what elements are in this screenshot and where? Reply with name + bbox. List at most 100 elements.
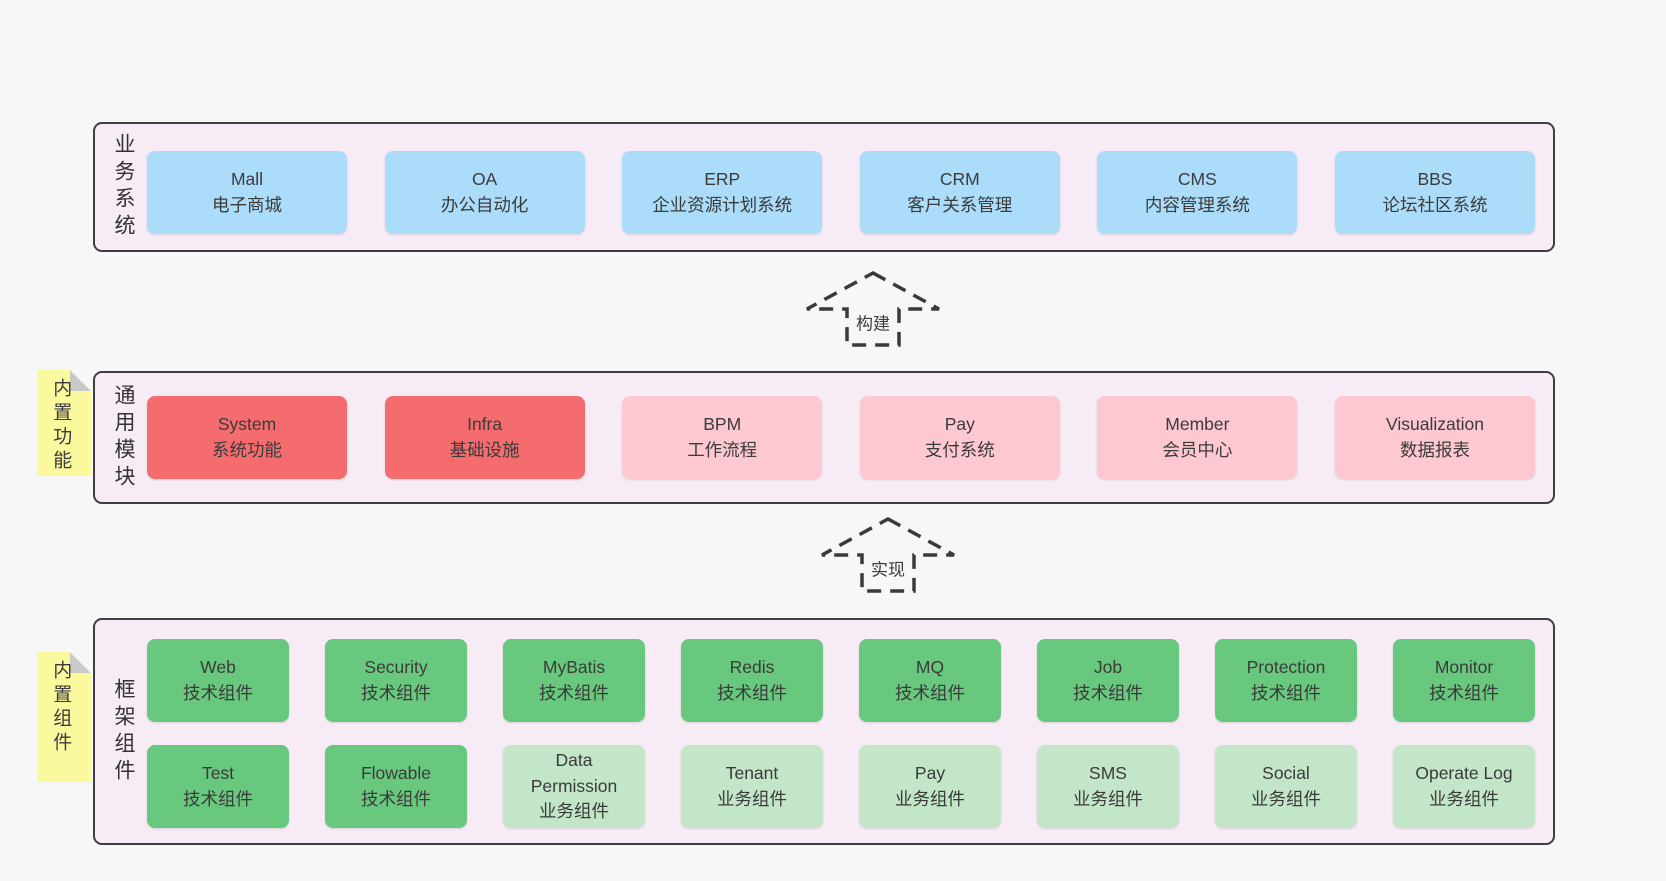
card-subtitle: 会员中心 xyxy=(1162,439,1233,460)
card-social: Social 业务组件 xyxy=(1215,745,1357,828)
card-title: SMS xyxy=(1089,763,1127,784)
card-subtitle: 技术组件 xyxy=(361,788,431,809)
card-row: Test 技术组件 Flowable 技术组件 Data Permission … xyxy=(147,745,1535,828)
card-title: BPM xyxy=(703,414,742,435)
card-oa: OA 办公自动化 xyxy=(384,151,585,234)
card-subtitle: 电子商城 xyxy=(212,194,282,215)
card-visualization: Visualization 数据报表 xyxy=(1334,396,1535,479)
card-crm: CRM 客户关系管理 xyxy=(859,151,1060,234)
dashed-up-arrow-icon xyxy=(821,517,955,593)
card-title: MyBatis xyxy=(542,657,606,678)
card-title: BBS xyxy=(1417,169,1453,190)
card-title: Operate Log xyxy=(1415,763,1513,784)
card-subtitle: 业务组件 xyxy=(717,788,787,809)
card-row: System 系统功能 Infra 基础设施 BPM 工作流程 Pay 支付系统… xyxy=(147,396,1535,479)
layer-business-systems: 业务系统 Mall 电子商城 OA 办公自动化 ERP 企业资源计划系统 CRM… xyxy=(93,122,1555,252)
sticky-note-builtin-features: 内置功能 xyxy=(37,370,91,476)
card-title: Pay xyxy=(944,414,975,435)
card-subtitle: 支付系统 xyxy=(924,439,995,460)
card-subtitle: 工作流程 xyxy=(687,439,758,460)
card-mq: MQ 技术组件 xyxy=(859,639,1001,722)
card-subtitle: 技术组件 xyxy=(1251,682,1321,703)
card-subtitle: 业务组件 xyxy=(1073,788,1143,809)
card-test: Test 技术组件 xyxy=(147,745,289,828)
card-protection: Protection 技术组件 xyxy=(1215,639,1357,722)
card-bbs: BBS 论坛社区系统 xyxy=(1334,151,1535,234)
card-title: Monitor xyxy=(1434,657,1494,678)
card-subtitle: 企业资源计划系统 xyxy=(652,194,793,215)
card-redis: Redis 技术组件 xyxy=(681,639,823,722)
card-member: Member 会员中心 xyxy=(1097,396,1298,479)
card-subtitle: 技术组件 xyxy=(1073,682,1143,703)
arrow-label: 构建 xyxy=(852,308,894,336)
card-subtitle: 技术组件 xyxy=(1429,682,1499,703)
card-subtitle: 技术组件 xyxy=(717,682,787,703)
card-mall: Mall 电子商城 xyxy=(147,151,347,234)
card-title: Tenant xyxy=(725,763,779,784)
sticky-label: 内置功能 xyxy=(50,378,72,474)
card-subtitle: 论坛社区系统 xyxy=(1382,194,1488,215)
card-subtitle: 技术组件 xyxy=(361,682,431,703)
card-system: System 系统功能 xyxy=(147,396,347,479)
card-sms: SMS 业务组件 xyxy=(1037,745,1179,828)
card-title: Infra xyxy=(467,414,503,435)
card-row: Web 技术组件 Security 技术组件 MyBatis 技术组件 Redi… xyxy=(147,639,1535,722)
card-data-permission: Data Permission 业务组件 xyxy=(503,745,645,828)
card-title: CMS xyxy=(1177,169,1217,190)
card-subtitle: 业务组件 xyxy=(895,788,965,809)
card-operate-log: Operate Log 业务组件 xyxy=(1393,745,1535,828)
card-subtitle: 办公自动化 xyxy=(440,194,529,215)
card-security: Security 技术组件 xyxy=(325,639,467,722)
card-subtitle: 内容管理系统 xyxy=(1144,194,1250,215)
card-title: MQ xyxy=(915,657,945,678)
card-pay-component: Pay 业务组件 xyxy=(859,745,1001,828)
layer-side-label: 业务系统 xyxy=(112,133,135,241)
card-subtitle: 客户关系管理 xyxy=(907,194,1013,215)
card-row: Mall 电子商城 OA 办公自动化 ERP 企业资源计划系统 CRM 客户关系… xyxy=(147,151,1535,234)
card-subtitle: 业务组件 xyxy=(1251,788,1321,809)
arrow-build: 构建 xyxy=(803,269,943,349)
sticky-label: 内置组件 xyxy=(50,660,72,756)
card-erp: ERP 企业资源计划系统 xyxy=(622,151,823,234)
card-web: Web 技术组件 xyxy=(147,639,289,722)
card-subtitle: 基础设施 xyxy=(449,439,520,460)
dashed-up-arrow-icon xyxy=(806,271,940,347)
card-title: Member xyxy=(1165,414,1230,435)
card-monitor: Monitor 技术组件 xyxy=(1393,639,1535,722)
arrow-label: 实现 xyxy=(867,554,909,582)
card-pay-module: Pay 支付系统 xyxy=(859,396,1060,479)
card-subtitle: 技术组件 xyxy=(895,682,965,703)
sticky-note-builtin-components: 内置组件 xyxy=(37,652,91,782)
card-subtitle: 技术组件 xyxy=(539,682,609,703)
card-title: CRM xyxy=(939,169,980,190)
card-infra: Infra 基础设施 xyxy=(384,396,585,479)
card-title: Pay xyxy=(914,763,946,784)
card-title: System xyxy=(217,414,277,435)
card-subtitle: 技术组件 xyxy=(183,682,253,703)
card-job: Job 技术组件 xyxy=(1037,639,1179,722)
card-bpm: BPM 工作流程 xyxy=(622,396,823,479)
card-title: Flowable xyxy=(360,763,432,784)
card-subtitle: 系统功能 xyxy=(212,439,282,460)
card-mybatis: MyBatis 技术组件 xyxy=(503,639,645,722)
card-title: Web xyxy=(200,657,236,678)
arrow-implement: 实现 xyxy=(818,515,958,595)
card-subtitle: 技术组件 xyxy=(183,788,253,809)
layer-side-label: 通用模块 xyxy=(112,383,135,492)
card-cms: CMS 内容管理系统 xyxy=(1097,151,1298,234)
card-title: Visualization xyxy=(1386,414,1484,435)
card-title: Job xyxy=(1093,657,1123,678)
layer-side-label: 框架组件 xyxy=(112,677,135,786)
card-title: Data Permission xyxy=(530,750,618,796)
layer-common-modules: 通用模块 System 系统功能 Infra 基础设施 BPM 工作流程 Pay… xyxy=(93,371,1555,504)
card-subtitle: 业务组件 xyxy=(1429,788,1499,809)
card-title: Redis xyxy=(729,657,775,678)
card-title: Protection xyxy=(1246,657,1326,678)
layer-framework-components: 框架组件 Web 技术组件 Security 技术组件 MyBatis 技术组件… xyxy=(93,618,1555,845)
card-title: Security xyxy=(364,657,428,678)
card-subtitle: 业务组件 xyxy=(539,801,609,822)
card-flowable: Flowable 技术组件 xyxy=(325,745,467,828)
card-title: ERP xyxy=(704,169,741,190)
card-title: Mall xyxy=(230,169,264,190)
